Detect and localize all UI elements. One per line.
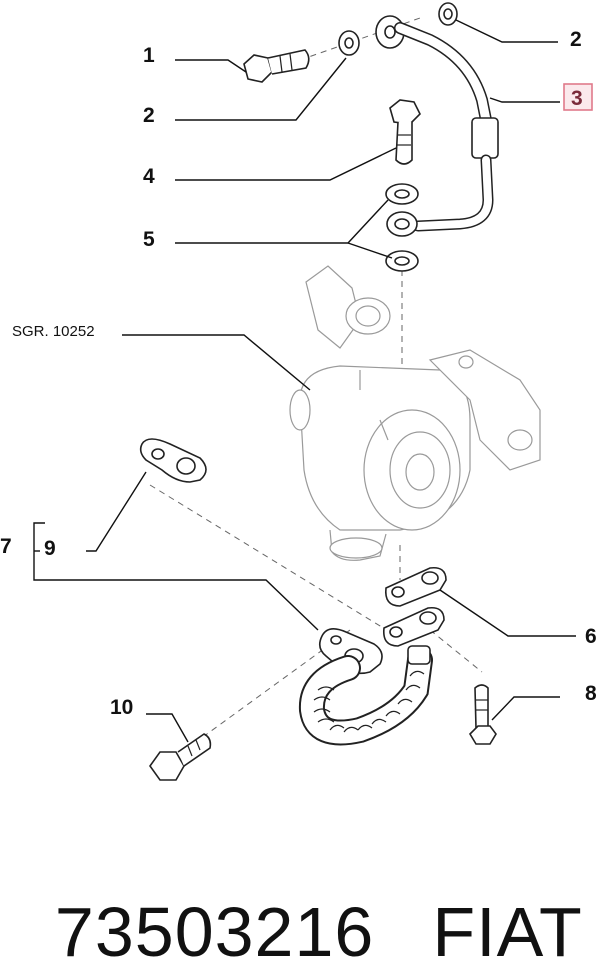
callout-7: 7	[0, 535, 12, 558]
assembly-reference-label: SGR. 10252	[12, 323, 95, 340]
gasket-upper-part	[384, 566, 447, 607]
callout-2-right: 2	[570, 28, 582, 51]
brand-name: FIAT	[432, 893, 583, 971]
parts-diagram: 1 2 2 3 4 5 6 7 8 9 10 SGR. 10252	[0, 2, 597, 781]
washer-stack-part	[385, 183, 419, 272]
sealing-washer-right-part	[438, 2, 458, 26]
callout-8: 8	[585, 682, 597, 705]
sealing-washer-left-part	[338, 30, 360, 56]
banjo-bolt-part	[243, 49, 310, 83]
flexible-pipe-part	[298, 628, 433, 746]
leader-lines	[33, 19, 576, 743]
callout-10: 10	[110, 696, 133, 719]
callout-2-left: 2	[143, 104, 155, 127]
callout-1: 1	[143, 44, 155, 67]
banjo-bolt-vertical-part	[389, 99, 421, 165]
bolt-angled-part	[149, 733, 212, 781]
callout-6: 6	[585, 625, 597, 648]
part-number: 73503216	[54, 893, 375, 971]
oil-feed-pipe-part	[375, 15, 499, 232]
callout-9: 9	[44, 537, 56, 560]
footer-caption: 73503216 FIAT	[14, 812, 583, 972]
turbocharger-assembly	[289, 265, 541, 561]
flange-gasket-part	[139, 438, 207, 483]
bolt-vertical-part	[468, 684, 497, 745]
callout-labels: 1 2 2 3 4 5 6 7 8 9 10 SGR. 10252	[0, 28, 597, 719]
callout-5: 5	[143, 228, 155, 251]
callout-3-highlight-box	[563, 83, 593, 111]
callout-4: 4	[143, 165, 155, 188]
callout-3: 3	[571, 87, 583, 110]
gasket-lower-part	[382, 606, 445, 647]
